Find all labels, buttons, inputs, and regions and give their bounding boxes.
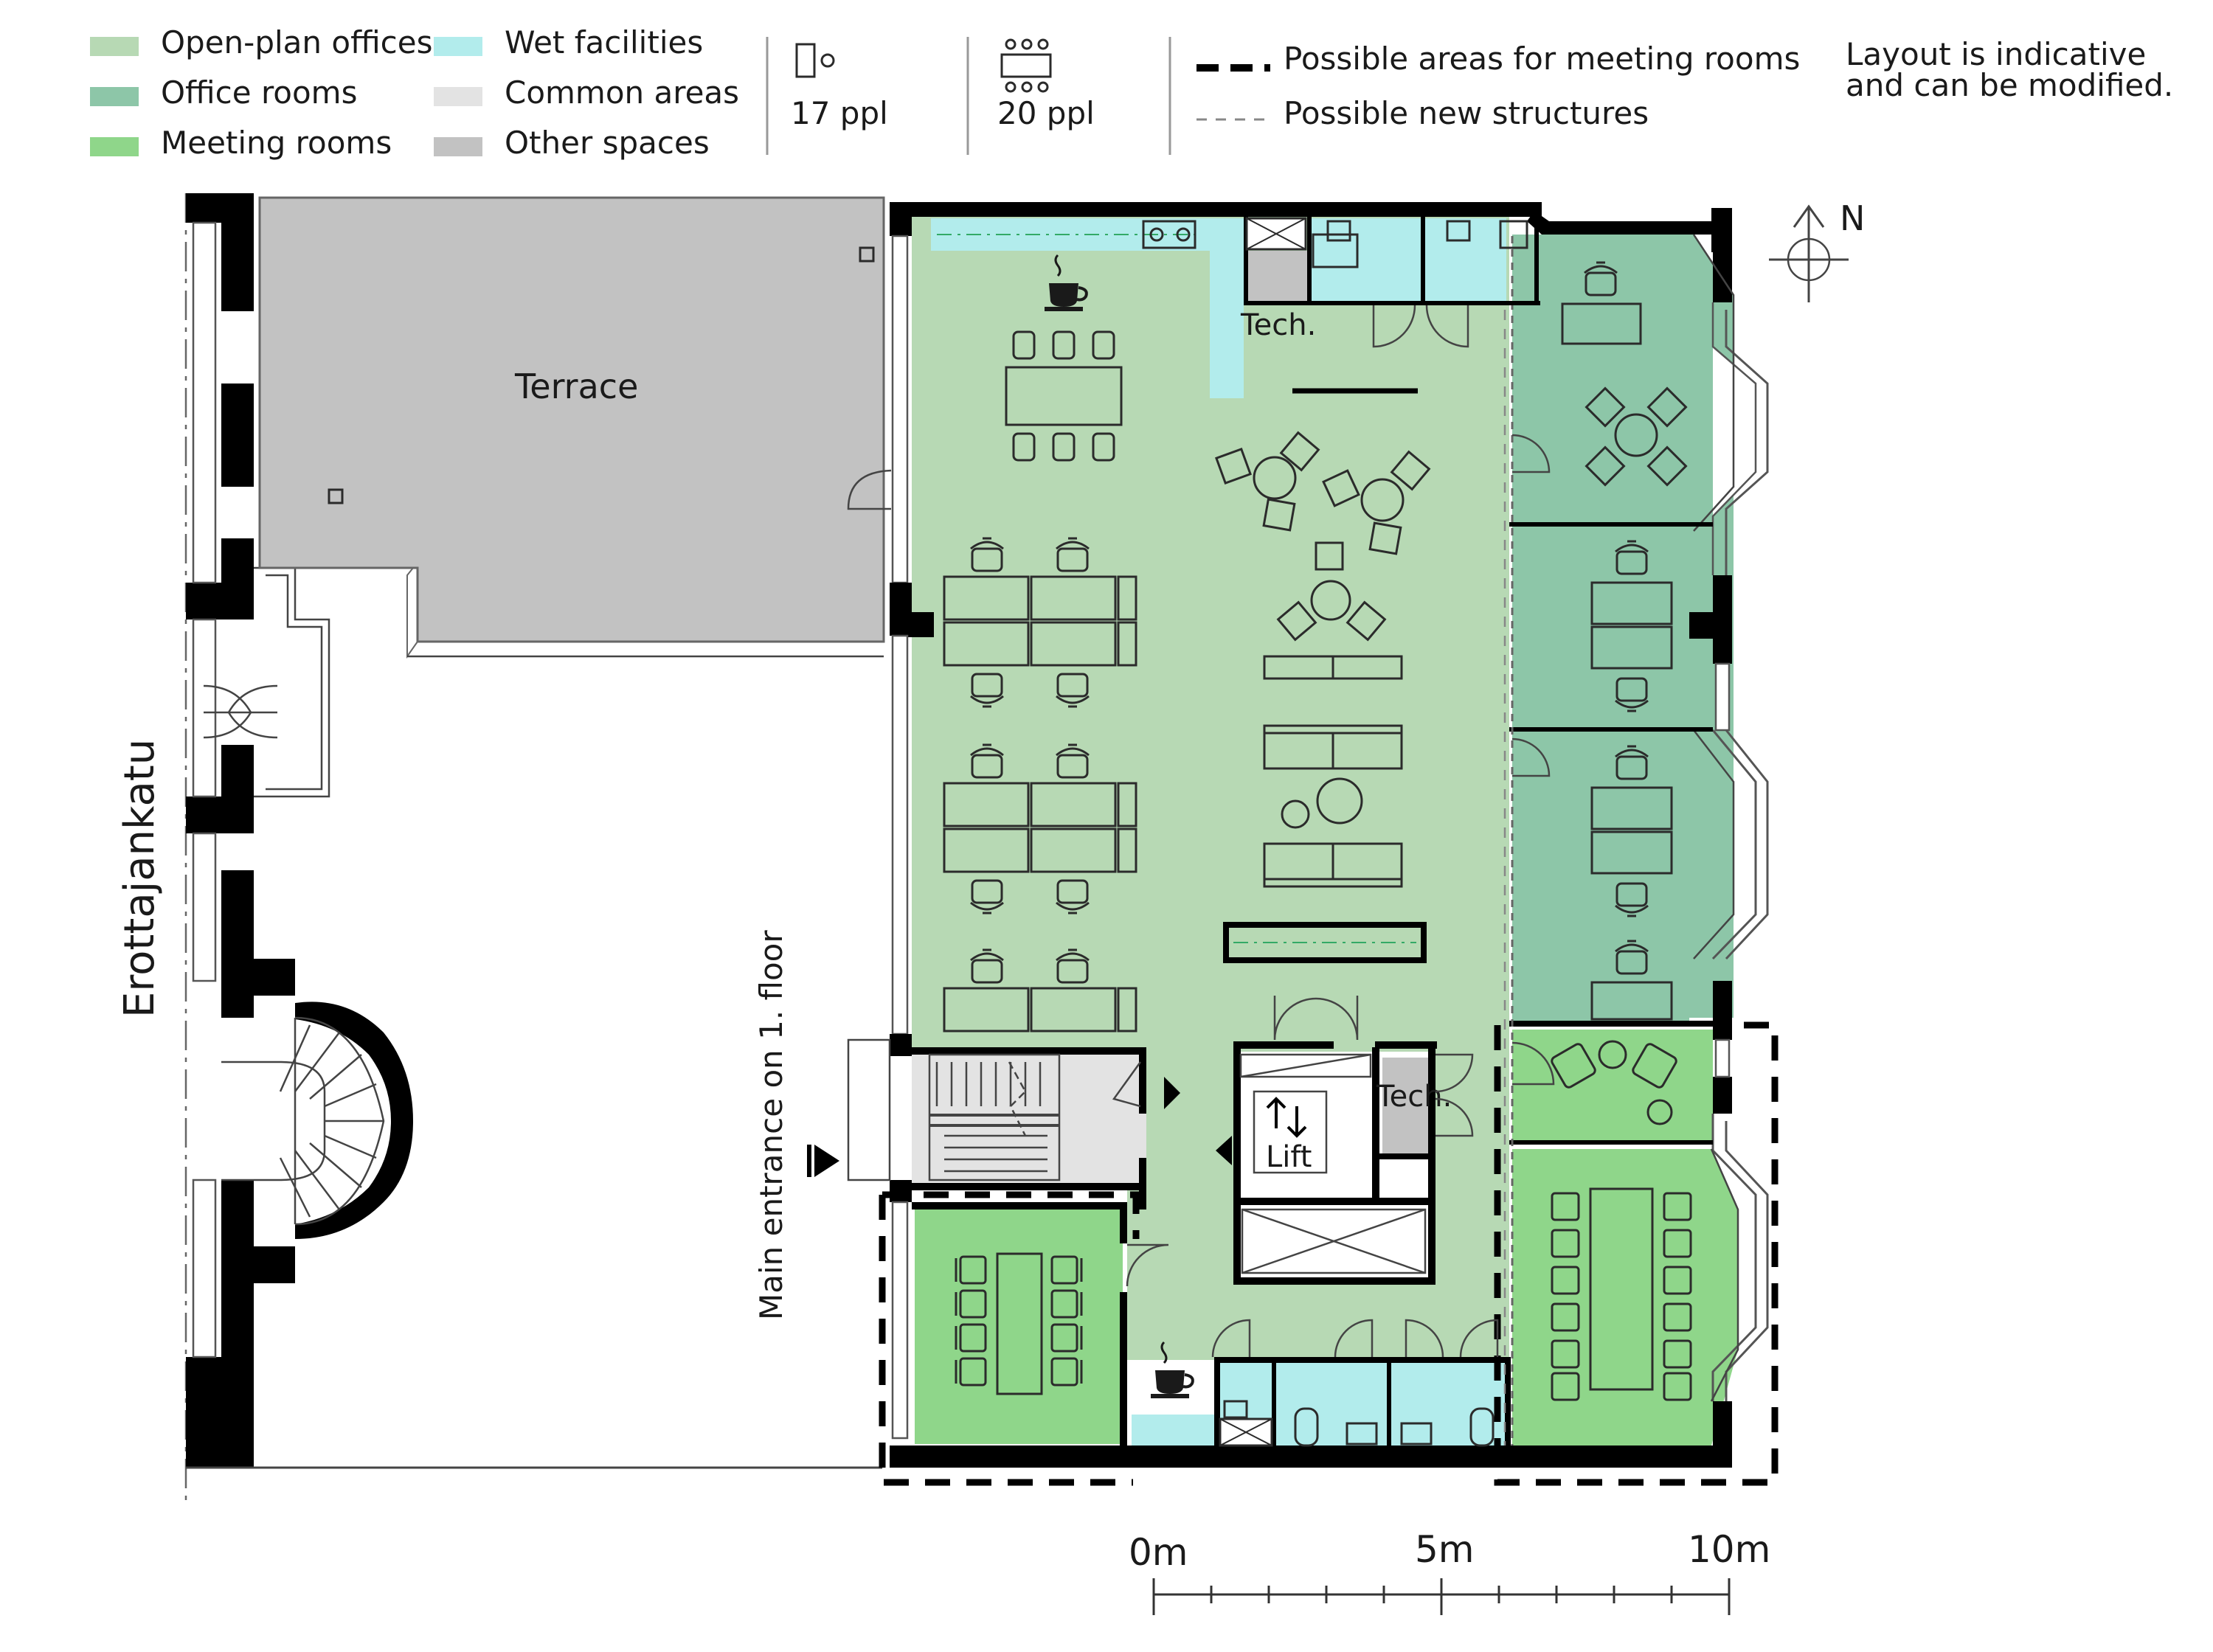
office-room-2-furniture: [1590, 540, 1673, 712]
legend-note-line-1: Layout is indicative: [1846, 36, 2146, 72]
legend-line-new-structures: Possible new structures: [1284, 95, 1649, 131]
toilets-top: [1312, 220, 1528, 268]
entrance-arrow-icon: [807, 1145, 811, 1177]
lift: Lift: [1239, 1053, 1427, 1274]
scale-tick-5: 5m: [1415, 1528, 1475, 1571]
office-room-3-furniture: [1590, 745, 1673, 1021]
scale-tick-0: 0m: [1129, 1531, 1188, 1574]
legend-label-wet: Wet facilities: [505, 24, 703, 60]
legend-swatch-common: [434, 87, 482, 106]
meeting-room-small-furniture: [1551, 1040, 1677, 1125]
legend-label-other: Other spaces: [505, 125, 710, 161]
arrow-right-icon: [1164, 1077, 1180, 1109]
area-tech-mid: [1382, 1058, 1428, 1153]
area-meeting-room-southwest: [915, 1207, 1123, 1444]
left-facade: [184, 193, 882, 1504]
legend-capacity-table: 20 ppl: [997, 95, 1095, 131]
scale-bar: 0m 5m 10m: [1129, 1528, 1770, 1615]
legend-swatch-wet: [434, 37, 482, 56]
stair-tower: [221, 959, 413, 1283]
building-interior: [912, 214, 1738, 1457]
room-label-terrace: Terrace: [514, 367, 638, 406]
area-meeting-room-east-small: [1512, 1030, 1713, 1143]
desk-cluster-1: [943, 537, 1137, 708]
area-tech-top: [1247, 251, 1309, 304]
doors: [847, 305, 1555, 1358]
coffee-icon: [1045, 254, 1088, 311]
street-label: Erottajankatu: [116, 739, 164, 1018]
legend-label-office-rooms: Office rooms: [161, 74, 357, 111]
scale-tick-10: 10m: [1688, 1528, 1770, 1571]
coffee-icon: [1151, 1341, 1194, 1398]
area-kitchen-counter: [1210, 218, 1244, 398]
terrace: Terrace: [258, 196, 885, 659]
arrow-left-icon: [1216, 1136, 1232, 1165]
legend-label-common: Common areas: [505, 74, 739, 111]
legend-swatch-open-plan: [90, 37, 139, 56]
desk-icon: [795, 43, 835, 78]
meeting-room-southwest-furniture: [955, 1252, 1083, 1395]
break-table: [1005, 330, 1123, 462]
room-label-tech-mid: Tech.: [1376, 1080, 1452, 1114]
desk-cluster-2: [943, 743, 1137, 914]
entrance-label: Main entrance on 1. floor: [753, 930, 789, 1320]
compass: N: [1769, 198, 1865, 302]
legend-label-meeting-rooms: Meeting rooms: [161, 125, 392, 161]
room-label-tech-top: Tech.: [1240, 308, 1316, 342]
office-room-1-furniture: [1561, 261, 1688, 487]
table-icon: [1000, 38, 1052, 93]
legend-line-meeting-areas: Possible areas for meeting rooms: [1284, 41, 1800, 77]
legend-note-line-2: and can be modified.: [1846, 67, 2173, 103]
area-meeting-room-east-large: [1512, 1149, 1738, 1446]
legend-label-open-plan: Open-plan offices: [161, 24, 432, 60]
lounge-sofas: [1263, 655, 1403, 888]
entrance-arrow-icon: [814, 1145, 839, 1177]
legend-swatch-other: [434, 137, 482, 156]
area-office-rooms: [1512, 235, 1734, 1024]
staircase: [847, 1038, 1061, 1181]
kitchenette-top: [937, 217, 1307, 251]
room-label-lift: Lift: [1266, 1140, 1312, 1174]
partition-bench: [1223, 922, 1427, 963]
walls: [890, 202, 1769, 1468]
area-kitchenette-bottom: [1132, 1415, 1217, 1447]
desk-cluster-3: [943, 948, 1137, 1032]
legend-swatch-office-rooms: [90, 87, 139, 106]
legend: Open-plan offices Office rooms Meeting r…: [90, 24, 2173, 161]
area-wc-top: [1310, 218, 1506, 304]
toilets-bottom: [1219, 1400, 1495, 1447]
area-staircase: [912, 1047, 1146, 1187]
compass-north-label: N: [1840, 198, 1865, 238]
legend-swatch-meeting-rooms: [90, 137, 139, 156]
lounge-tables: [1215, 431, 1431, 642]
meeting-room-large-furniture: [1551, 1187, 1692, 1401]
legend-capacity-desk: 17 ppl: [791, 95, 888, 131]
